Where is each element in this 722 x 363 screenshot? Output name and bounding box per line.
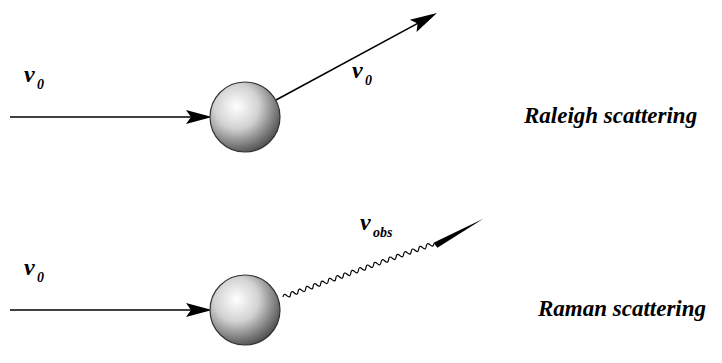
frequency-symbol: v	[24, 255, 35, 279]
scattering-label: Raleigh scattering	[524, 104, 697, 127]
incident-arrow	[10, 110, 212, 124]
frequency-subscript: 0	[37, 78, 44, 92]
molecule-sphere	[210, 82, 280, 152]
molecule-sphere	[210, 275, 280, 345]
scattered-arrow	[273, 7, 441, 106]
wavy-scattered-arrow	[281, 219, 488, 302]
frequency-subscript: obs	[373, 226, 392, 240]
frequency-symbol: v	[360, 210, 371, 234]
frequency-symbol: v	[352, 58, 363, 82]
frequency-subscript: 0	[365, 74, 372, 88]
scattering-label: Raman scattering	[538, 297, 706, 320]
incident-arrow	[10, 303, 212, 317]
frequency-symbol: v	[24, 62, 35, 86]
frequency-subscript: 0	[37, 271, 44, 285]
